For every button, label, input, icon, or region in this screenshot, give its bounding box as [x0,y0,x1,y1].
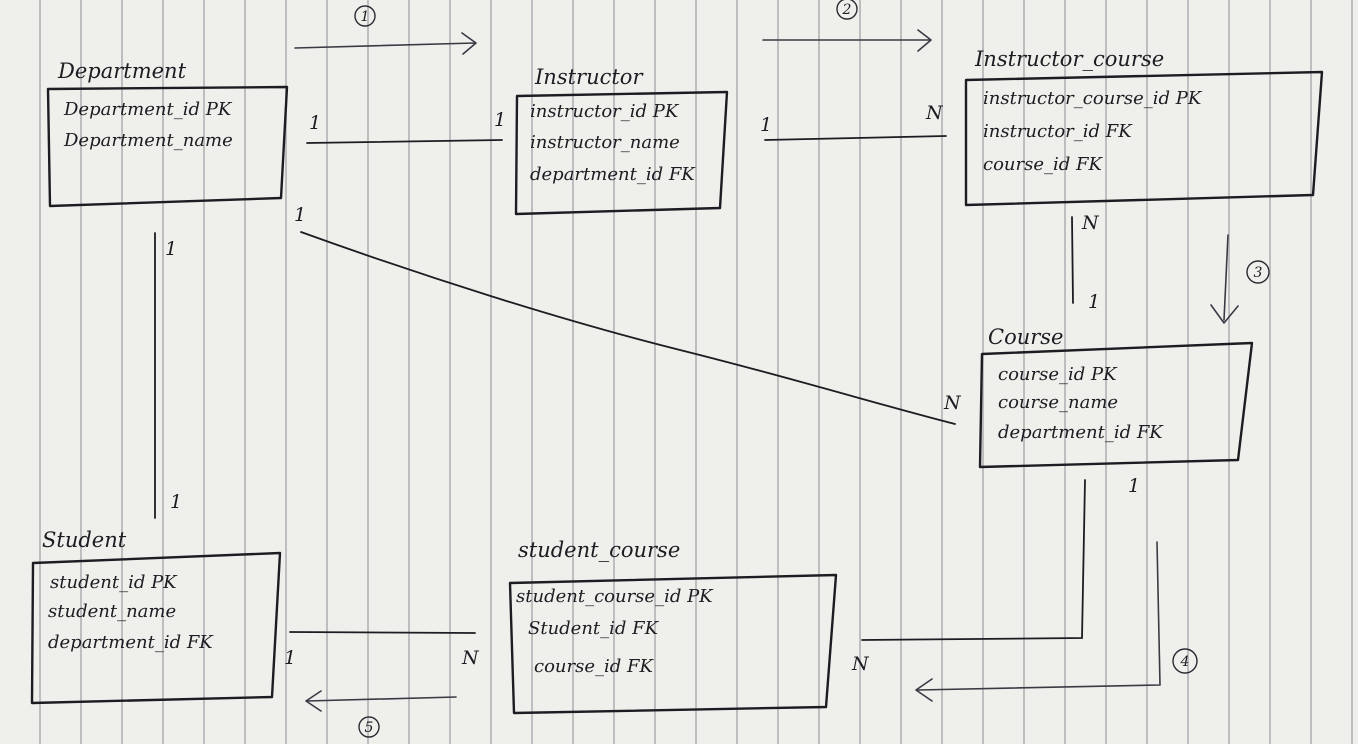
entity-title-instructor: Instructor [534,65,644,89]
rel-line-course-student-course [861,479,1086,641]
step-marker-1 [354,5,376,27]
field-sc-student-id: Student_id FK [528,618,660,639]
step-arrow-4: 4 [915,541,1198,702]
entity-title-course: Course [988,325,1063,349]
field-ic-course-id: course_id FK [983,154,1103,175]
step-marker-3 [1246,260,1270,284]
cardinality-labels: 1 1 1 N N 1 1 N 1 1 1 N 1 N [165,102,1140,675]
field-instructor-id: instructor_id PK [530,101,680,122]
field-instructor-course-id: instructor_course_id PK [983,88,1203,109]
entity-instructor-course[interactable]: Instructor_course instructor_course_id P… [964,47,1324,207]
card-dept-course-left: 1 [294,204,306,226]
field-course-department-id: department_id FK [998,422,1164,443]
card-student-sc-right: N [461,647,480,669]
entity-title-student: Student [42,528,127,552]
entity-box-student [30,551,282,705]
field-student-name: student_name [48,601,176,622]
entity-department[interactable]: Department Department_id PK Department_n… [46,59,289,208]
card-course-sc-top: 1 [1128,475,1140,497]
rel-line-instructor-instructor-course [764,135,947,141]
entity-box-course [978,341,1254,469]
arrow-3 [1210,234,1239,324]
step-marker-5 [358,716,380,738]
entity-box-student-course [508,573,838,715]
rel-line-student-student-course [289,631,476,634]
card-student-sc-left: 1 [284,647,296,669]
field-ic-instructor-id: instructor_id FK [983,121,1133,142]
field-course-id: course_id PK [998,364,1118,385]
card-instr-ic-right: N [925,102,944,124]
card-dept-instr-left: 1 [309,112,321,134]
card-dept-student-bottom: 1 [170,491,182,513]
step-marker-2 [836,0,858,20]
entity-student-course[interactable]: student_course student_course_id PK Stud… [508,538,838,715]
field-course-name: course_name [998,392,1118,413]
step-number-1: 1 [361,9,370,25]
entity-title-department: Department [57,59,187,83]
rel-line-department-course [300,231,956,425]
card-dept-instr-right: 1 [494,109,506,131]
field-department-id: Department_id PK [63,99,233,120]
step-arrow-1: 1 [294,5,477,55]
entity-instructor[interactable]: Instructor instructor_id PK instructor_n… [514,65,729,216]
entity-box-department [46,85,289,208]
field-sc-course-id: course_id FK [534,656,654,677]
field-instructor-department-id: department_id FK [530,164,696,185]
step-arrow-2: 2 [762,0,932,52]
rel-line-instructor-course-course [1071,216,1074,304]
step-number-2: 2 [842,2,852,18]
arrow-5 [305,690,457,712]
field-department-name: Department_name [63,130,233,151]
arrow-2 [762,29,932,52]
card-dept-course-right: N [943,392,962,414]
field-student-department-id: department_id FK [48,632,214,653]
arrow-1 [294,32,477,55]
step-arrow-5: 5 [305,690,457,738]
step-arrow-3: 3 [1210,234,1270,324]
card-ic-course-bottom: 1 [1088,291,1100,313]
field-student-course-id: student_course_id PK [516,586,714,607]
field-instructor-name: instructor_name [530,132,680,153]
entity-box-instructor-course [964,70,1324,207]
entity-student[interactable]: Student student_id PK student_name depar… [30,528,282,705]
card-ic-course-top: N [1081,212,1100,234]
card-dept-student-top: 1 [165,238,177,260]
step-marker-4 [1172,648,1198,674]
entity-box-instructor [514,90,729,216]
rel-line-department-instructor [306,139,503,144]
arrow-4 [915,541,1161,702]
entity-course[interactable]: Course course_id PK course_name departme… [978,325,1254,469]
entity-title-student-course: student_course [518,538,680,562]
step-number-5: 5 [365,720,374,736]
card-course-sc-bottom: N [851,653,870,675]
step-number-3: 3 [1254,265,1263,281]
field-student-id: student_id PK [50,572,178,593]
entity-title-instructor-course: Instructor_course [974,47,1164,71]
card-instr-ic-left: 1 [760,114,772,136]
step-number-4: 4 [1180,654,1190,670]
